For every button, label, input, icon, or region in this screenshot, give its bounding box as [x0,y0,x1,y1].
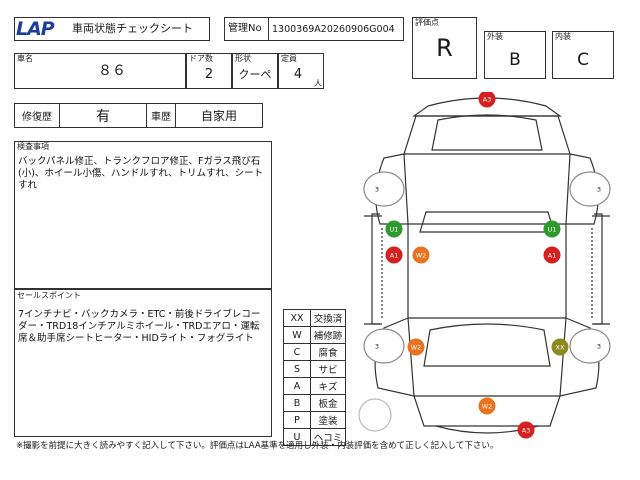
legend-code: B [283,394,311,412]
damage-marker-code: A1 [390,252,399,260]
mgmt-no-label: 管理No [228,23,262,34]
sales-points-label: セールスポイント [17,291,81,300]
footer-note: ※撮影を前提に大きく読みやすく記入して下さい。評価点はLAA基準を適用し外装・内… [16,441,499,451]
damage-marker-left-door: A1 [385,246,403,264]
damage-marker-front-bumper: A3 [478,92,496,108]
spare-tire-outline [358,398,392,432]
damage-marker-code: A3 [483,96,492,104]
damage-marker-code: A1 [548,252,557,260]
damage-marker-left-fender: U1 [385,220,403,238]
damage-marker-code: 3 [597,186,601,194]
legend-code: W [283,326,311,344]
damage-marker-code: W2 [411,344,422,352]
usage-value: 自家用 [175,103,263,128]
damage-marker-code: U1 [548,226,557,234]
sales-points-text: 7インチナビ・バックカメラ・ETC・前後ドライブレコーダー・TRD18インチアル… [18,309,261,344]
interior-label: 内装 [555,32,571,41]
doors-box [186,53,232,89]
legend-desc: サビ [310,360,346,378]
damage-marker-left-quarter: W2 [407,338,425,356]
inspection-box [14,141,272,289]
damage-marker-front-right-tire: 3 [590,180,608,198]
repair-history-value: 有 [59,103,147,128]
car-name-label: 車名 [17,54,33,63]
exterior-value: B [509,50,521,70]
interior-box [552,31,614,79]
mgmt-no-box [224,17,404,41]
damage-marker-code: W2 [416,252,427,260]
exterior-label: 外装 [487,32,503,41]
car-outline [364,97,610,434]
damage-marker-code: XX [556,344,565,352]
legend-desc: 塗装 [310,411,346,429]
body-type-value: クーペ [238,68,272,81]
legend-desc: 交換済 [310,309,346,327]
legend-code: P [283,411,311,429]
damage-marker-right-fender: U1 [543,220,561,238]
repair-history-label: 修復歴 [14,103,60,128]
inspection-label: 検査事項 [17,142,49,151]
doors-label: ドア数 [189,54,213,63]
damage-marker-trunk: W2 [478,397,496,415]
exterior-box [484,31,546,79]
damage-marker-code: W2 [482,403,493,411]
damage-marker-code: U1 [390,226,399,234]
damage-marker-rear-left-tire: 3 [368,337,386,355]
tires [363,171,611,364]
legend-desc: ヘコミ [310,428,346,446]
score-label: 評価点 [415,18,439,27]
body-type-label: 形状 [235,54,251,63]
legend-code: S [283,360,311,378]
legend-desc: 腐食 [310,343,346,361]
legend-desc: キズ [310,377,346,395]
mgmt-no-divider [268,17,269,41]
damage-marker-code: A3 [522,427,531,435]
damage-marker-front-left-tire: 3 [368,180,386,198]
inspection-text: バックパネル修正、トランクフロア修正、Fガラス飛び石(小)、ホイール小傷、ハンド… [18,156,264,191]
damage-marker-code: 3 [597,343,601,351]
damage-marker-code: 3 [375,186,379,194]
sales-points-box [14,289,272,437]
damage-marker-left-door-rear: W2 [412,246,430,264]
capacity-box [278,53,324,89]
capacity-value: 4 [293,67,303,82]
score-box [412,17,477,79]
mgmt-no-value: 1300369A20260906G004 [272,24,395,35]
legend-code: XX [283,309,311,327]
legend-desc: 板金 [310,394,346,412]
legend-code: C [283,343,311,361]
capacity-label: 定員 [281,54,297,63]
sheet-title: 車両状態チェックシート [72,22,193,35]
lap-logo: LAP [16,19,68,39]
damage-marker-right-quarter: XX [551,338,569,356]
header-bar [14,17,210,41]
score-value: R [436,34,453,62]
car-name-value: ８６ [98,63,126,79]
interior-value: C [577,50,589,70]
lap-logo-text: LAP [16,18,55,40]
damage-marker-rear-right-tire: 3 [590,337,608,355]
legend-desc: 補修跡 [310,326,346,344]
damage-marker-code: 3 [375,343,379,351]
doors-value: 2 [204,67,214,82]
body-type-box [232,53,278,89]
capacity-unit: 人 [314,79,322,88]
damage-marker-right-door: A1 [543,246,561,264]
car-name-box [14,53,186,89]
legend-code: A [283,377,311,395]
usage-label: 車歴 [146,103,176,128]
damage-marker-rear-bumper: A3 [517,421,535,439]
